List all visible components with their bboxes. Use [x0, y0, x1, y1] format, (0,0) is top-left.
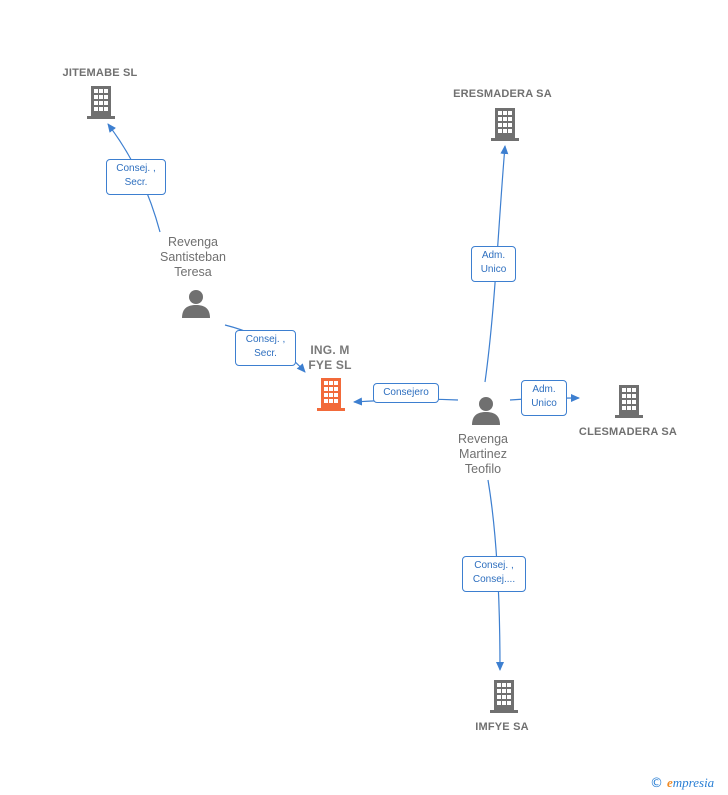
person-label-santisteban[interactable]: Revenga Santisteban Teresa [140, 235, 246, 280]
edge-label-santisteban-jitemabe[interactable]: Consej. , Secr. [106, 159, 166, 195]
person-icon-santisteban [182, 290, 210, 318]
edge-label-teofilo-imfye[interactable]: Consej. , Consej.... [462, 556, 526, 592]
person-label-teofilo[interactable]: Revenga Martinez Teofilo [436, 432, 530, 477]
edge-label-line: Consejero [383, 387, 429, 398]
person-santisteban-line1: Revenga [167, 235, 219, 249]
building-icon-jitemabe [87, 86, 115, 119]
building-icon-imfye [490, 680, 518, 713]
building-icon-ingmfye [317, 378, 345, 411]
edge-label-line: Consej. , [474, 560, 514, 571]
copyright-icon: © [650, 776, 663, 791]
edge-label-line: Secr. [254, 348, 277, 359]
building-icon-eresmadera [491, 108, 519, 141]
company-label-eresmadera[interactable]: ERESMADERA SA [453, 88, 552, 100]
company-label-jitemabe[interactable]: JITEMABE SL [62, 67, 138, 79]
building-icon-clesmadera [615, 385, 643, 418]
edge-label-teofilo-ingmfye[interactable]: Consejero [373, 383, 439, 403]
edge-label-line: Consej. , [245, 334, 286, 345]
company-label-ingmfye-line1: ING. M [310, 343, 350, 357]
edge-label-teofilo-clesmadera[interactable]: Adm. Unico [521, 380, 567, 416]
edge-label-line: Consej.... [472, 574, 516, 585]
brand-initial: e [667, 775, 673, 790]
person-teofilo-line2: Martinez [459, 447, 507, 461]
person-santisteban-line2: Santisteban [159, 250, 227, 264]
person-santisteban-line3: Teresa [174, 265, 212, 279]
edge-label-teofilo-eresmadera[interactable]: Adm. Unico [471, 246, 516, 282]
edge-label-line: Adm. [532, 384, 556, 395]
company-label-imfye[interactable]: IMFYE SA [475, 721, 529, 733]
person-icon-teofilo [472, 397, 500, 425]
edge-label-line: Consej. , [116, 163, 156, 174]
person-teofilo-line1: Revenga [457, 432, 509, 446]
person-teofilo-line3: Teofilo [464, 462, 502, 476]
company-label-ingmfye[interactable]: ING. M FYE SL [290, 343, 370, 373]
company-label-clesmadera[interactable]: CLESMADERA SA [578, 426, 678, 438]
edge-label-line: Secr. [124, 177, 148, 188]
brand-name: mpresia [672, 775, 715, 790]
edge-label-line: Unico [531, 398, 557, 409]
edge-label-line: Unico [480, 264, 507, 275]
edge-label-santisteban-ingmfye[interactable]: Consej. , Secr. [235, 330, 296, 366]
empresia-logo[interactable]: © empresia [650, 775, 714, 791]
company-label-ingmfye-line2: FYE SL [308, 358, 352, 372]
edge-label-line: Adm. [481, 250, 506, 261]
